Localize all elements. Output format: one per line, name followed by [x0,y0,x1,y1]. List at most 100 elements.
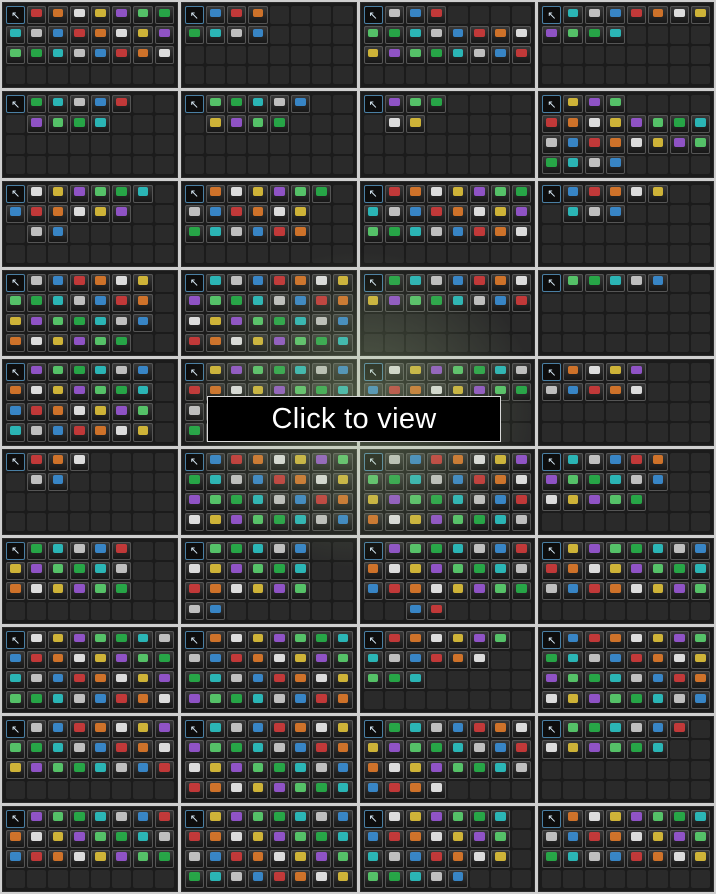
action-key[interactable] [48,720,68,739]
action-key[interactable] [184,224,204,243]
action-key[interactable] [27,423,47,442]
action-key[interactable] [227,452,247,471]
back-arrow-key[interactable]: ↖ [6,541,26,560]
action-key[interactable] [384,780,404,799]
action-key[interactable] [90,423,111,442]
action-key[interactable] [363,204,383,223]
action-key[interactable] [184,602,204,621]
action-key[interactable] [112,651,132,670]
action-key[interactable] [648,651,668,670]
action-key[interactable] [227,204,247,223]
action-key[interactable] [133,760,153,779]
action-key[interactable] [290,541,311,560]
action-key[interactable] [48,691,68,710]
action-key[interactable] [48,452,68,471]
action-key[interactable] [563,184,583,203]
action-key[interactable] [133,809,153,828]
action-key[interactable] [112,184,132,203]
action-key[interactable] [133,6,153,25]
action-key[interactable] [205,671,226,690]
action-key[interactable] [227,363,247,382]
action-key[interactable] [133,691,153,710]
action-key[interactable] [384,720,404,739]
action-key[interactable] [427,760,447,779]
action-key[interactable] [290,561,311,580]
action-key[interactable] [69,829,89,848]
action-key[interactable] [563,541,583,560]
action-key[interactable] [269,224,289,243]
action-key[interactable] [227,224,247,243]
action-key[interactable] [69,581,89,601]
action-key[interactable] [205,293,226,313]
action-key[interactable] [363,293,383,313]
action-key[interactable] [563,492,583,511]
action-key[interactable] [154,760,174,779]
action-key[interactable] [205,561,226,580]
deck-page-37[interactable]: ↖ [2,805,178,892]
action-key[interactable] [248,204,268,223]
back-arrow-key[interactable]: ↖ [363,541,383,560]
action-key[interactable] [205,95,226,114]
action-key[interactable] [248,849,268,868]
deck-page-23[interactable]: ↖ [359,448,536,535]
action-key[interactable] [584,740,604,759]
action-key[interactable] [312,314,332,333]
action-key[interactable] [227,184,247,203]
action-key[interactable] [184,671,204,690]
action-key[interactable] [248,651,268,670]
action-key[interactable] [384,561,404,580]
action-key[interactable] [227,760,247,779]
action-key[interactable] [248,512,268,531]
action-key[interactable] [512,363,532,382]
action-key[interactable] [154,631,174,650]
action-key[interactable] [205,720,226,739]
action-key[interactable] [269,631,289,650]
action-key[interactable] [312,651,332,670]
action-key[interactable] [363,829,383,848]
action-key[interactable] [448,760,468,779]
deck-page-16[interactable]: ↖ [538,269,714,357]
action-key[interactable] [448,740,468,759]
action-key[interactable] [448,720,468,739]
action-key[interactable] [333,472,353,491]
action-key[interactable] [290,512,311,531]
action-key[interactable] [469,46,489,65]
action-key[interactable] [384,541,404,560]
action-key[interactable] [227,631,247,650]
action-key[interactable] [205,184,226,203]
deck-page-2[interactable]: ↖ [180,2,357,89]
action-key[interactable] [69,541,89,560]
action-key[interactable] [27,273,47,292]
action-key[interactable] [448,829,468,848]
action-key[interactable] [248,869,268,888]
action-key[interactable] [27,184,47,203]
action-key[interactable] [112,6,132,25]
action-key[interactable] [248,472,268,491]
action-key[interactable] [48,403,68,422]
action-key[interactable] [90,849,111,868]
action-key[interactable] [269,671,289,690]
action-key[interactable] [669,651,689,670]
action-key[interactable] [154,809,174,828]
action-key[interactable] [448,26,468,45]
action-key[interactable] [48,740,68,759]
action-key[interactable] [90,314,111,333]
action-key[interactable] [490,829,511,848]
action-key[interactable] [27,760,47,779]
action-key[interactable] [205,869,226,888]
action-key[interactable] [333,363,353,382]
action-key[interactable] [669,671,689,690]
action-key[interactable] [469,512,489,531]
action-key[interactable] [69,115,89,134]
action-key[interactable] [690,691,710,710]
action-key[interactable] [512,472,532,491]
action-key[interactable] [48,273,68,292]
action-key[interactable] [333,293,353,313]
back-arrow-key[interactable]: ↖ [6,631,26,650]
action-key[interactable] [584,492,604,511]
action-key[interactable] [427,631,447,650]
deck-page-14[interactable]: ↖ [180,269,357,357]
click-to-view-button[interactable]: Click to view [207,396,501,442]
action-key[interactable] [563,383,583,402]
action-key[interactable] [584,809,604,828]
